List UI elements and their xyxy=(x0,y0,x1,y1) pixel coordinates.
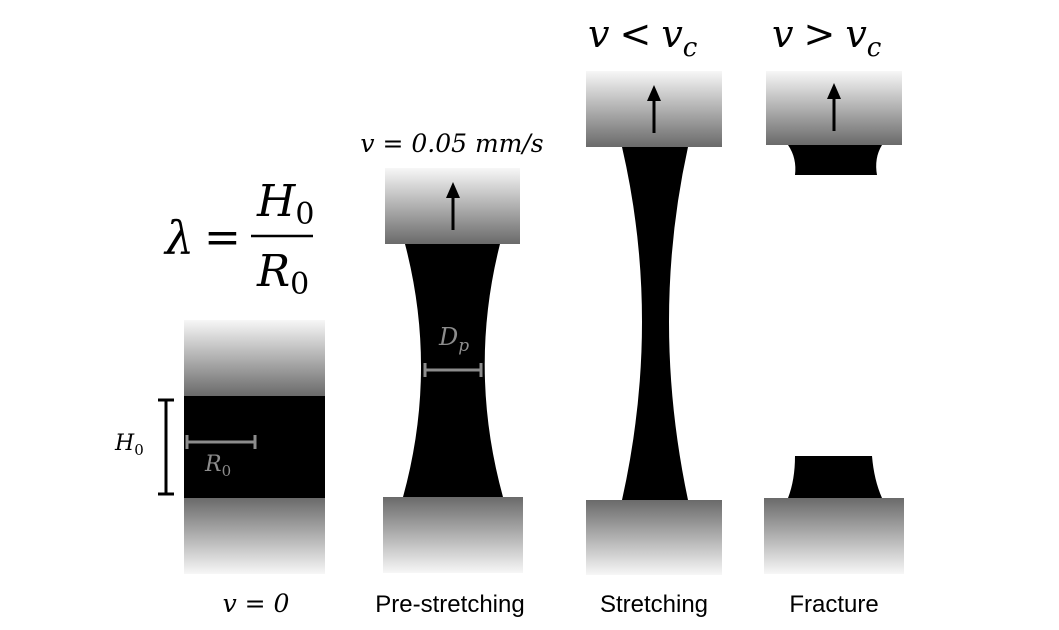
formula-equals: = xyxy=(204,212,241,263)
panel-rest: H0 R0 v = 0 xyxy=(114,320,325,618)
panel-fracture: v>vc Fracture xyxy=(764,12,904,618)
formula-denominator: R0 xyxy=(256,246,309,302)
bottom-plate xyxy=(184,498,325,574)
up-arrow-icon xyxy=(827,83,841,131)
sample-stretched xyxy=(622,147,688,500)
bottom-plate xyxy=(586,500,722,575)
bottom-plate xyxy=(764,498,904,574)
radius-label: R0 xyxy=(204,452,231,480)
height-bracket xyxy=(158,398,174,496)
height-label: H0 xyxy=(114,431,144,459)
upper-fragment xyxy=(788,145,882,175)
caption-pre-stretching: Pre-stretching xyxy=(375,591,524,618)
up-arrow-icon xyxy=(446,182,460,230)
pinch-diameter-label: Dp xyxy=(438,323,469,356)
formula-numerator: H0 xyxy=(256,176,314,232)
formula-lambda: λ xyxy=(163,211,194,265)
bottom-plate xyxy=(383,497,523,573)
speed-label: v = 0.05 mm/s xyxy=(360,129,543,158)
lower-fragment xyxy=(788,456,882,498)
caption-rest: v = 0 xyxy=(223,589,290,618)
condition-fast: v>vc xyxy=(772,12,882,63)
pinch-diameter-marker xyxy=(423,363,483,377)
aspect-ratio-formula: λ = H0 R0 xyxy=(163,176,314,302)
up-arrow-icon xyxy=(647,85,661,133)
panel-stretching: v<vc Stretching xyxy=(586,12,722,618)
panel-pre-stretching: v = 0.05 mm/s Dp Pre-stretching xyxy=(360,129,543,618)
radius-marker xyxy=(185,435,257,449)
condition-slow: v<vc xyxy=(588,12,698,63)
caption-fracture: Fracture xyxy=(789,591,878,618)
top-plate xyxy=(184,320,325,396)
caption-stretching: Stretching xyxy=(600,591,708,618)
